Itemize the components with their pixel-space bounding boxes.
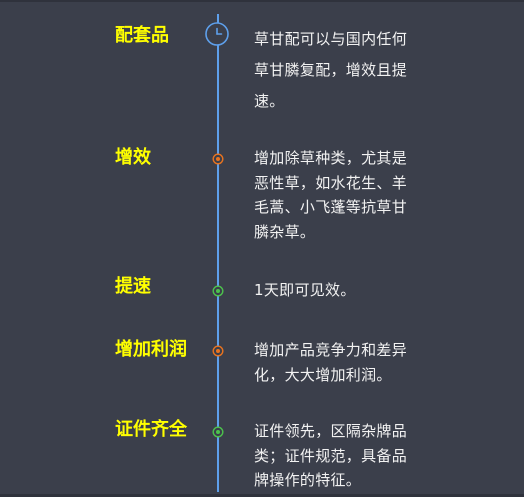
item-title-zhengjianqiquan: 证件齐全 xyxy=(115,419,187,440)
timeline-line xyxy=(217,14,219,492)
item-desc-tisu: 1天即可见效。 xyxy=(254,278,356,302)
desc-line: 增加除草种类，尤其是 xyxy=(254,149,408,167)
item-desc-zengjialirun: 增加产品竞争力和差异 化，大大增加利润。 xyxy=(254,338,407,387)
desc-line: 草甘配可以与国内任何 xyxy=(254,30,408,48)
desc-line: 恶性草，如水花生、羊 xyxy=(254,173,408,192)
desc-line: 膦杂草。 xyxy=(254,222,316,241)
item-title-zengxiao: 增效 xyxy=(115,147,151,168)
item-desc-zhengjianqiquan: 证件领先，区隔杂牌品 类；证件规范，具备品 牌操作的特征。 xyxy=(254,419,407,493)
desc-line: 增加产品竞争力和差异 xyxy=(254,341,408,359)
desc-line: 化，大大增加利润。 xyxy=(254,365,392,384)
orange-dot-icon xyxy=(212,345,224,357)
desc-line: 牌操作的特征。 xyxy=(254,471,362,489)
item-desc-peitaopin: 草甘配可以与国内任何 草甘膦复配，增效且提 速。 xyxy=(254,24,407,117)
desc-line: 毛蒿、小飞蓬等抗草甘 xyxy=(254,198,408,216)
item-title-peitaopin: 配套品 xyxy=(115,25,169,46)
desc-line: 1天即可见效。 xyxy=(254,281,356,299)
item-desc-zengxiao: 增加除草种类，尤其是 恶性草，如水花生、羊 毛蒿、小飞蓬等抗草甘 膦杂草。 xyxy=(254,146,407,244)
top-edge xyxy=(0,0,524,2)
green-dot-icon xyxy=(212,285,224,297)
desc-line: 速。 xyxy=(254,92,285,110)
item-title-zengjialirun: 增加利润 xyxy=(115,339,187,360)
orange-dot-icon xyxy=(212,153,224,165)
clock-icon xyxy=(205,22,229,46)
desc-line: 证件领先，区隔杂牌品 xyxy=(254,422,408,440)
desc-line: 草甘膦复配，增效且提 xyxy=(254,61,408,79)
item-title-tisu: 提速 xyxy=(115,276,151,297)
green-dot-icon xyxy=(212,426,224,438)
desc-line: 类；证件规范，具备品 xyxy=(254,446,408,465)
bottom-edge xyxy=(0,494,524,497)
